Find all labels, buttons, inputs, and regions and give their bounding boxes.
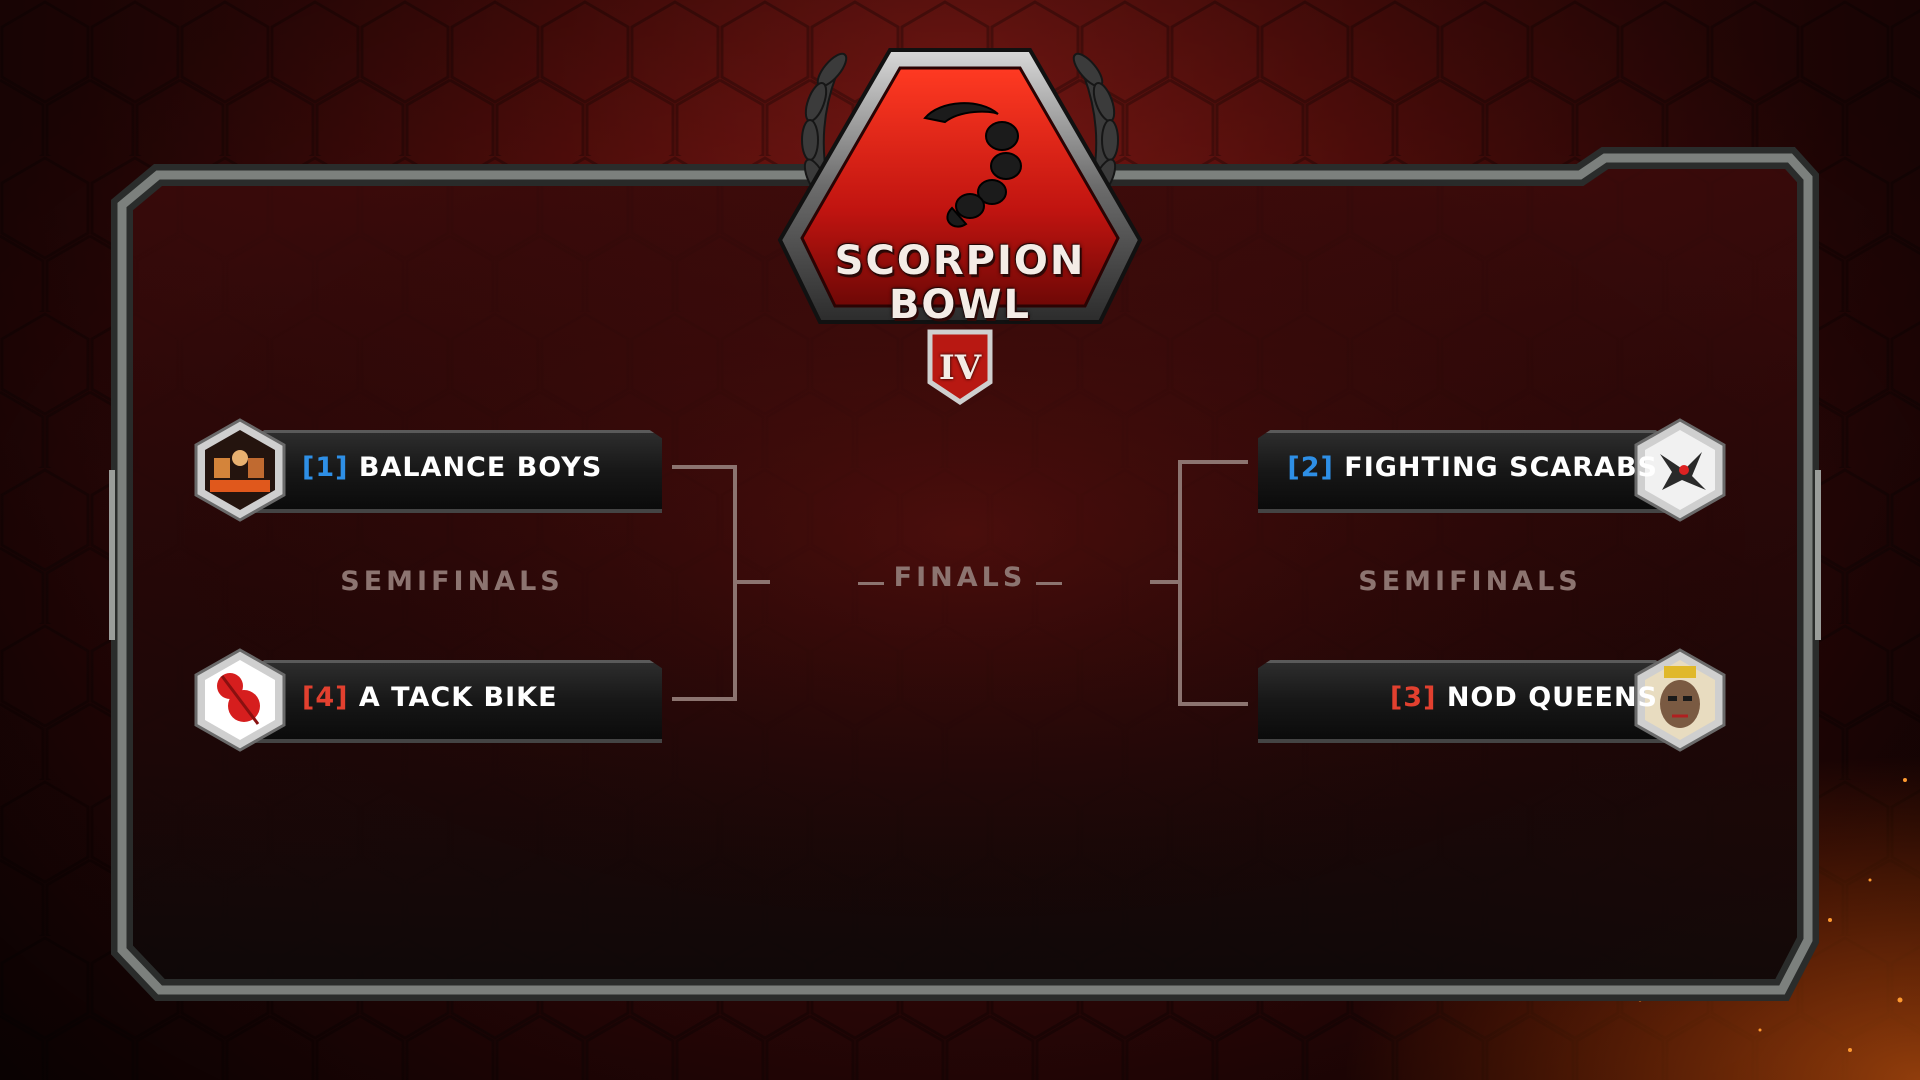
logo-edition: IV [938, 348, 982, 388]
team-card-nod-queens[interactable]: [3] NOD QUEENS [1248, 648, 1728, 752]
scorpion-tail-icon [923, 102, 1022, 228]
logo-title-line2: BOWL [888, 282, 1032, 328]
team-name: FIGHTING SCARABS [1344, 452, 1658, 483]
team-plate [1258, 660, 1668, 743]
team-seed: [4] [302, 682, 349, 713]
logo-title-line1: SCORPION [834, 238, 1086, 284]
round-label-finals: FINALS [893, 562, 1027, 593]
red-gourd-logo-icon [194, 648, 286, 752]
team-plate [1258, 430, 1668, 513]
team-card-balance-boys[interactable]: [1] BALANCE BOYS [192, 418, 672, 522]
scarab-bird-logo-icon [1634, 418, 1726, 522]
team-name: BALANCE BOYS [358, 452, 603, 483]
team-label: [1] BALANCE BOYS [302, 430, 602, 506]
team-label: [2] FIGHTING SCARABS [1287, 430, 1658, 506]
team-name: NOD QUEENS [1446, 682, 1658, 713]
finals-dash-right [1036, 582, 1062, 585]
balance-boys-logo-icon [194, 418, 286, 522]
team-label: [3] NOD QUEENS [1390, 660, 1658, 736]
warrior-face-logo-icon [1634, 648, 1726, 752]
team-seed: [1] [302, 452, 349, 483]
round-label-left-semifinals: SEMIFINALS [340, 566, 564, 597]
team-label: [4] A TACK BIKE [302, 660, 558, 736]
team-plate [252, 430, 662, 513]
team-name: A TACK BIKE [358, 682, 558, 713]
bracket-connectors [672, 460, 1248, 706]
team-plate [252, 660, 662, 743]
round-label-finals-group: FINALS [858, 562, 1062, 602]
team-card-fighting-scarabs[interactable]: [2] FIGHTING SCARABS [1248, 418, 1728, 522]
scorpion-bowl-logo: SCORPION BOWL IV [740, 10, 1180, 410]
round-label-right-semifinals: SEMIFINALS [1358, 566, 1582, 597]
team-seed: [2] [1287, 452, 1334, 483]
team-card-a-tack-bike[interactable]: [4] A TACK BIKE [192, 648, 672, 752]
finals-dash-left [858, 582, 884, 585]
team-seed: [3] [1389, 682, 1437, 713]
